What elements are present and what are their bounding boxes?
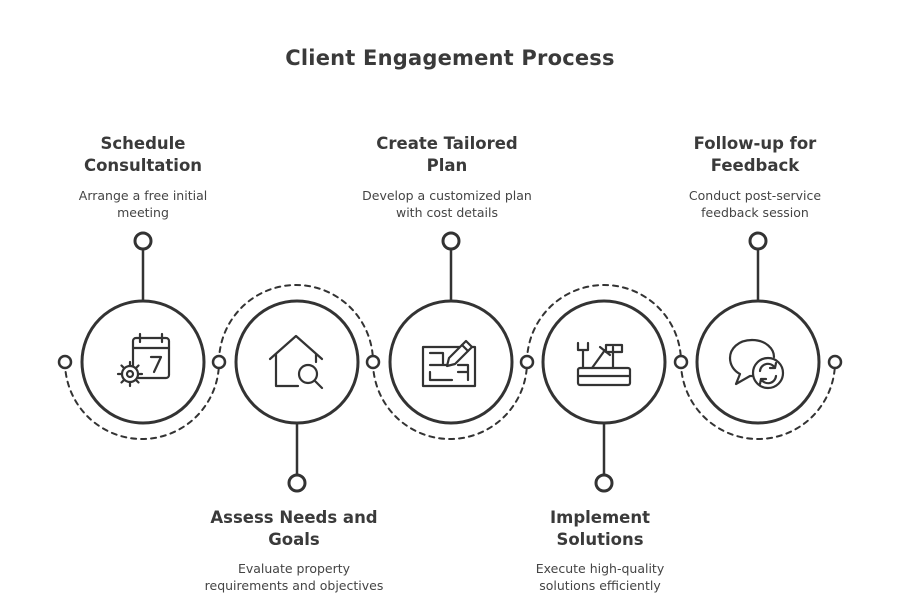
step-2-circle — [234, 299, 360, 425]
step-2-title: Assess Needs and Goals — [210, 508, 378, 549]
step-3-title: Create Tailored Plan — [376, 134, 518, 175]
center-line-nodes — [57, 354, 843, 370]
calendar-gear-icon — [116, 332, 171, 388]
arc-2-top — [218, 284, 374, 363]
stem-dot-3 — [441, 231, 461, 251]
node-3-4 — [519, 354, 535, 370]
arc-5-bottom — [680, 361, 836, 440]
step-circles — [80, 299, 821, 425]
step-5-title: Follow-up for Feedback — [693, 134, 817, 175]
arc-1-bottom — [64, 361, 220, 440]
node-end — [827, 354, 843, 370]
step-4-circle — [541, 299, 667, 425]
chat-refresh-icon — [728, 338, 785, 390]
step-4-description: Execute high-quality solutions efficient… — [535, 561, 665, 593]
label-stems — [141, 247, 760, 477]
blueprint-pencil-icon — [421, 339, 477, 388]
step-1-title: Schedule Consultation — [83, 134, 203, 175]
stem-end-dots — [133, 231, 768, 493]
step-1-description: Arrange a free initial meeting — [78, 188, 208, 220]
stem-dot-1 — [133, 231, 153, 251]
diagram-title: Client Engagement Process — [285, 46, 615, 70]
step-5-description: Conduct post-service feedback session — [688, 188, 822, 220]
stem-dot-2 — [287, 473, 307, 493]
arc-4-top — [526, 284, 682, 363]
arc-3-bottom — [372, 361, 528, 440]
toolbox-icon — [576, 341, 632, 387]
node-4-5 — [673, 354, 689, 370]
house-magnifier-icon — [268, 334, 324, 390]
dashed-connector-arcs — [64, 284, 836, 440]
step-1-circle — [80, 299, 206, 425]
node-start — [57, 354, 73, 370]
node-2-3 — [365, 354, 381, 370]
stem-dot-4 — [594, 473, 614, 493]
node-1-2 — [211, 354, 227, 370]
step-4-title: Implement Solutions — [549, 508, 650, 549]
stem-dot-5 — [748, 231, 768, 251]
step-2-description: Evaluate property requirements and objec… — [204, 561, 384, 593]
step-3-description: Develop a customized plan with cost deta… — [362, 188, 532, 220]
